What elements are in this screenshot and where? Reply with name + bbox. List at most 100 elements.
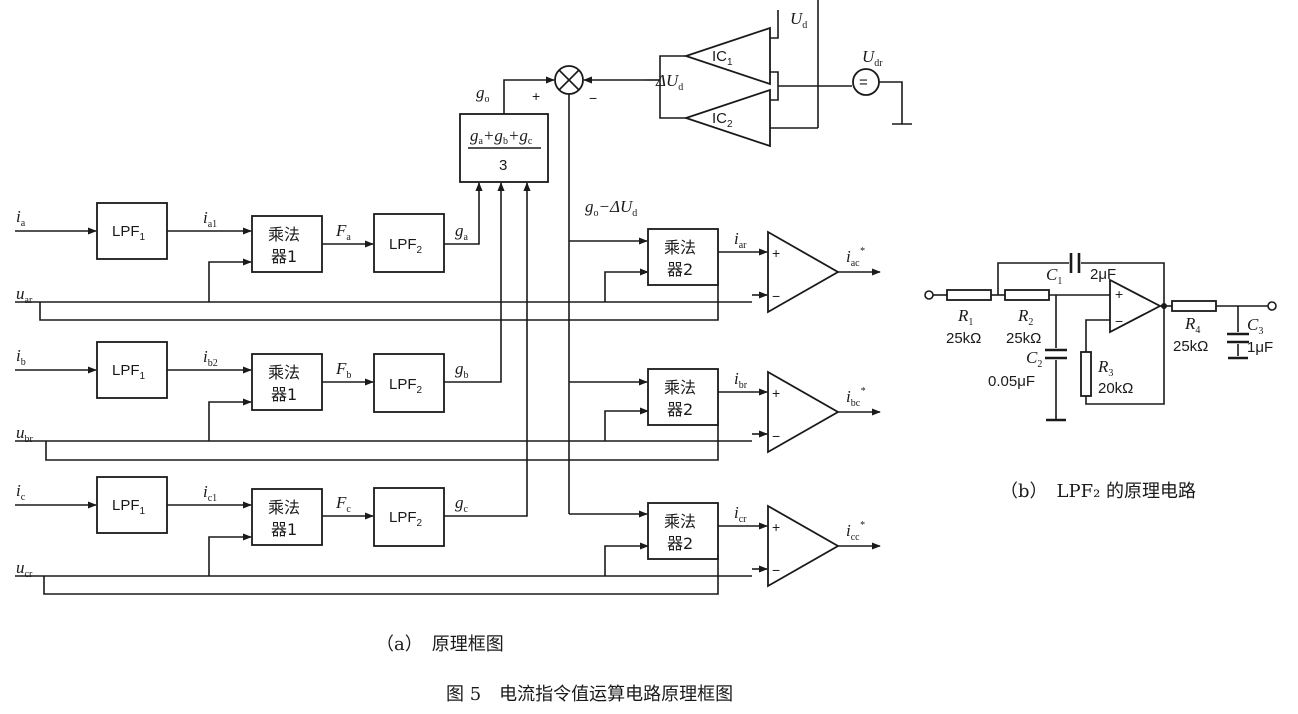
opamp-minus-wire [1085,319,1110,352]
ucr-label: ucr [16,558,33,580]
lpf1-block-b [96,341,168,399]
average-denominator: 3 [499,157,507,174]
mult2-label-c-1: 乘法 [664,512,696,531]
uar-label: uar [16,284,33,306]
gc-label: gc [455,493,469,515]
sum-minus-sign: − [589,90,597,106]
c3-value: 1μF [1247,339,1273,356]
go-minus-label: go−ΔUd [585,197,637,219]
phase-b-row: ib LPF1 ib2 乘法 器1 Fb LPF2 gb ubr 乘法 器2 i… [15,182,881,461]
opamp-minus: − [1115,313,1123,329]
opamp-plus: + [1115,286,1123,302]
output-terminal [1267,301,1277,311]
lpf2-label-b: LPF2 [389,376,423,396]
multiplier2-block-a [647,228,719,286]
lpf2-opamp [1109,278,1162,334]
fa-label: Fa [335,221,351,243]
fc-label: Fc [335,493,351,515]
iac-label: iac* [846,246,865,269]
ud-label: Ud [790,9,807,31]
lpf2-block-a [373,213,445,273]
multiplier1-block-b [251,353,323,411]
r1-resistor [946,289,992,301]
caption-a: （a） 原理框图 [376,634,504,655]
comparator-b [767,370,840,454]
lpf2-circuit: + − C1 2μF R1 25kΩ R2 25kΩ C2 0.05μF R3 … [924,253,1277,422]
ic-cross-wire [770,71,779,101]
lpf1-block-c [96,476,168,534]
c2-value: 0.05μF [988,373,1035,390]
phase-c-row: ic LPF1 ic1 乘法 器1 Fc LPF2 gc ucr 乘法 器2 i… [15,182,881,595]
mult1-label-c-1: 乘法 [268,498,300,517]
ic-output-join [659,55,686,119]
lpf2-label-c: LPF2 [389,509,423,529]
mult1-label-c-2: 器1 [271,520,297,539]
ga-wire [444,182,483,245]
summing-node-cross-2 [558,69,580,91]
ubr-label: ubr [16,423,34,445]
comp-c-minus: − [772,562,780,578]
mult1-label-b-2: 器1 [271,385,297,404]
gc-wire [444,182,531,517]
ubr-to-mult2 [604,407,649,441]
comp-b-plus: + [772,385,780,401]
uar-to-mult2 [604,268,649,302]
uar-to-mult1 [208,258,252,302]
gb-label: gb [455,359,469,381]
multiplier1-block-a [251,215,323,273]
ga-label: ga [455,221,469,243]
udr-ground-wire [879,81,903,124]
c1-left-wire [997,262,1069,295]
comparator-c [767,504,840,588]
ucr-to-mult2 [604,542,649,576]
comp-a-minus: − [772,288,780,304]
r3-label: R3 [1097,357,1113,379]
ic1-amplifier [683,26,771,86]
r4-label: R4 [1184,314,1200,336]
gb-wire [444,182,505,383]
mult2-label-b-1: 乘法 [664,378,696,397]
ibc-label: ibc* [846,386,865,409]
ud-wire-ic1 [770,10,779,39]
lpf1-label-b: LPF1 [112,362,146,382]
multiplier2-block-c [647,502,719,560]
delta-ud-label: ΔUd [655,71,683,93]
lpf1-label-c: LPF1 [112,497,146,517]
lpf2-block-b [373,353,445,413]
udr-label: Udr [862,47,883,69]
lpf2-block-c [373,487,445,547]
comparator-a [767,230,840,314]
r4-value: 25kΩ [1173,338,1208,355]
input-terminal [924,290,934,300]
lpf2-label-a: LPF2 [389,236,423,256]
feedback-c [43,555,719,595]
phase-a-row: ia LPF1 ia1 乘法 器1 Fa LPF2 ga uar 乘法 器2 i… [15,182,881,321]
r2-resistor [1004,289,1050,301]
r3-value: 20kΩ [1098,380,1133,397]
comp-a-plus: + [772,245,780,261]
r1-value: 25kΩ [946,330,981,347]
mult2-label-a-1: 乘法 [664,238,696,257]
mult1-label-a-1: 乘法 [268,225,300,244]
ib2-label: ib2 [203,347,218,369]
lpf1-label-a: LPF1 [112,223,146,243]
icr-label: icr [734,503,747,525]
r2-value: 25kΩ [1006,330,1041,347]
fb-label: Fb [335,359,351,381]
feedback-b [45,420,719,461]
udr-source-symbol: = [859,74,868,91]
caption-b: （b） LPF₂ 的原理电路 [1000,481,1196,502]
multiplier2-block-b [647,368,719,426]
r3-resistor [1080,351,1092,397]
comp-c-plus: + [772,519,780,535]
c1-right-wire [1081,262,1165,306]
r4-resistor [1171,300,1217,312]
ubr-to-mult1 [208,398,252,441]
c1-value: 2μF [1090,266,1116,283]
c2-label: C2 [1026,348,1042,370]
ic2-label: IC2 [712,110,733,130]
go-wire [503,76,555,114]
ic1-sig-label: ic1 [203,482,217,504]
comp-b-minus: − [772,428,780,444]
iar-label: iar [734,229,747,251]
